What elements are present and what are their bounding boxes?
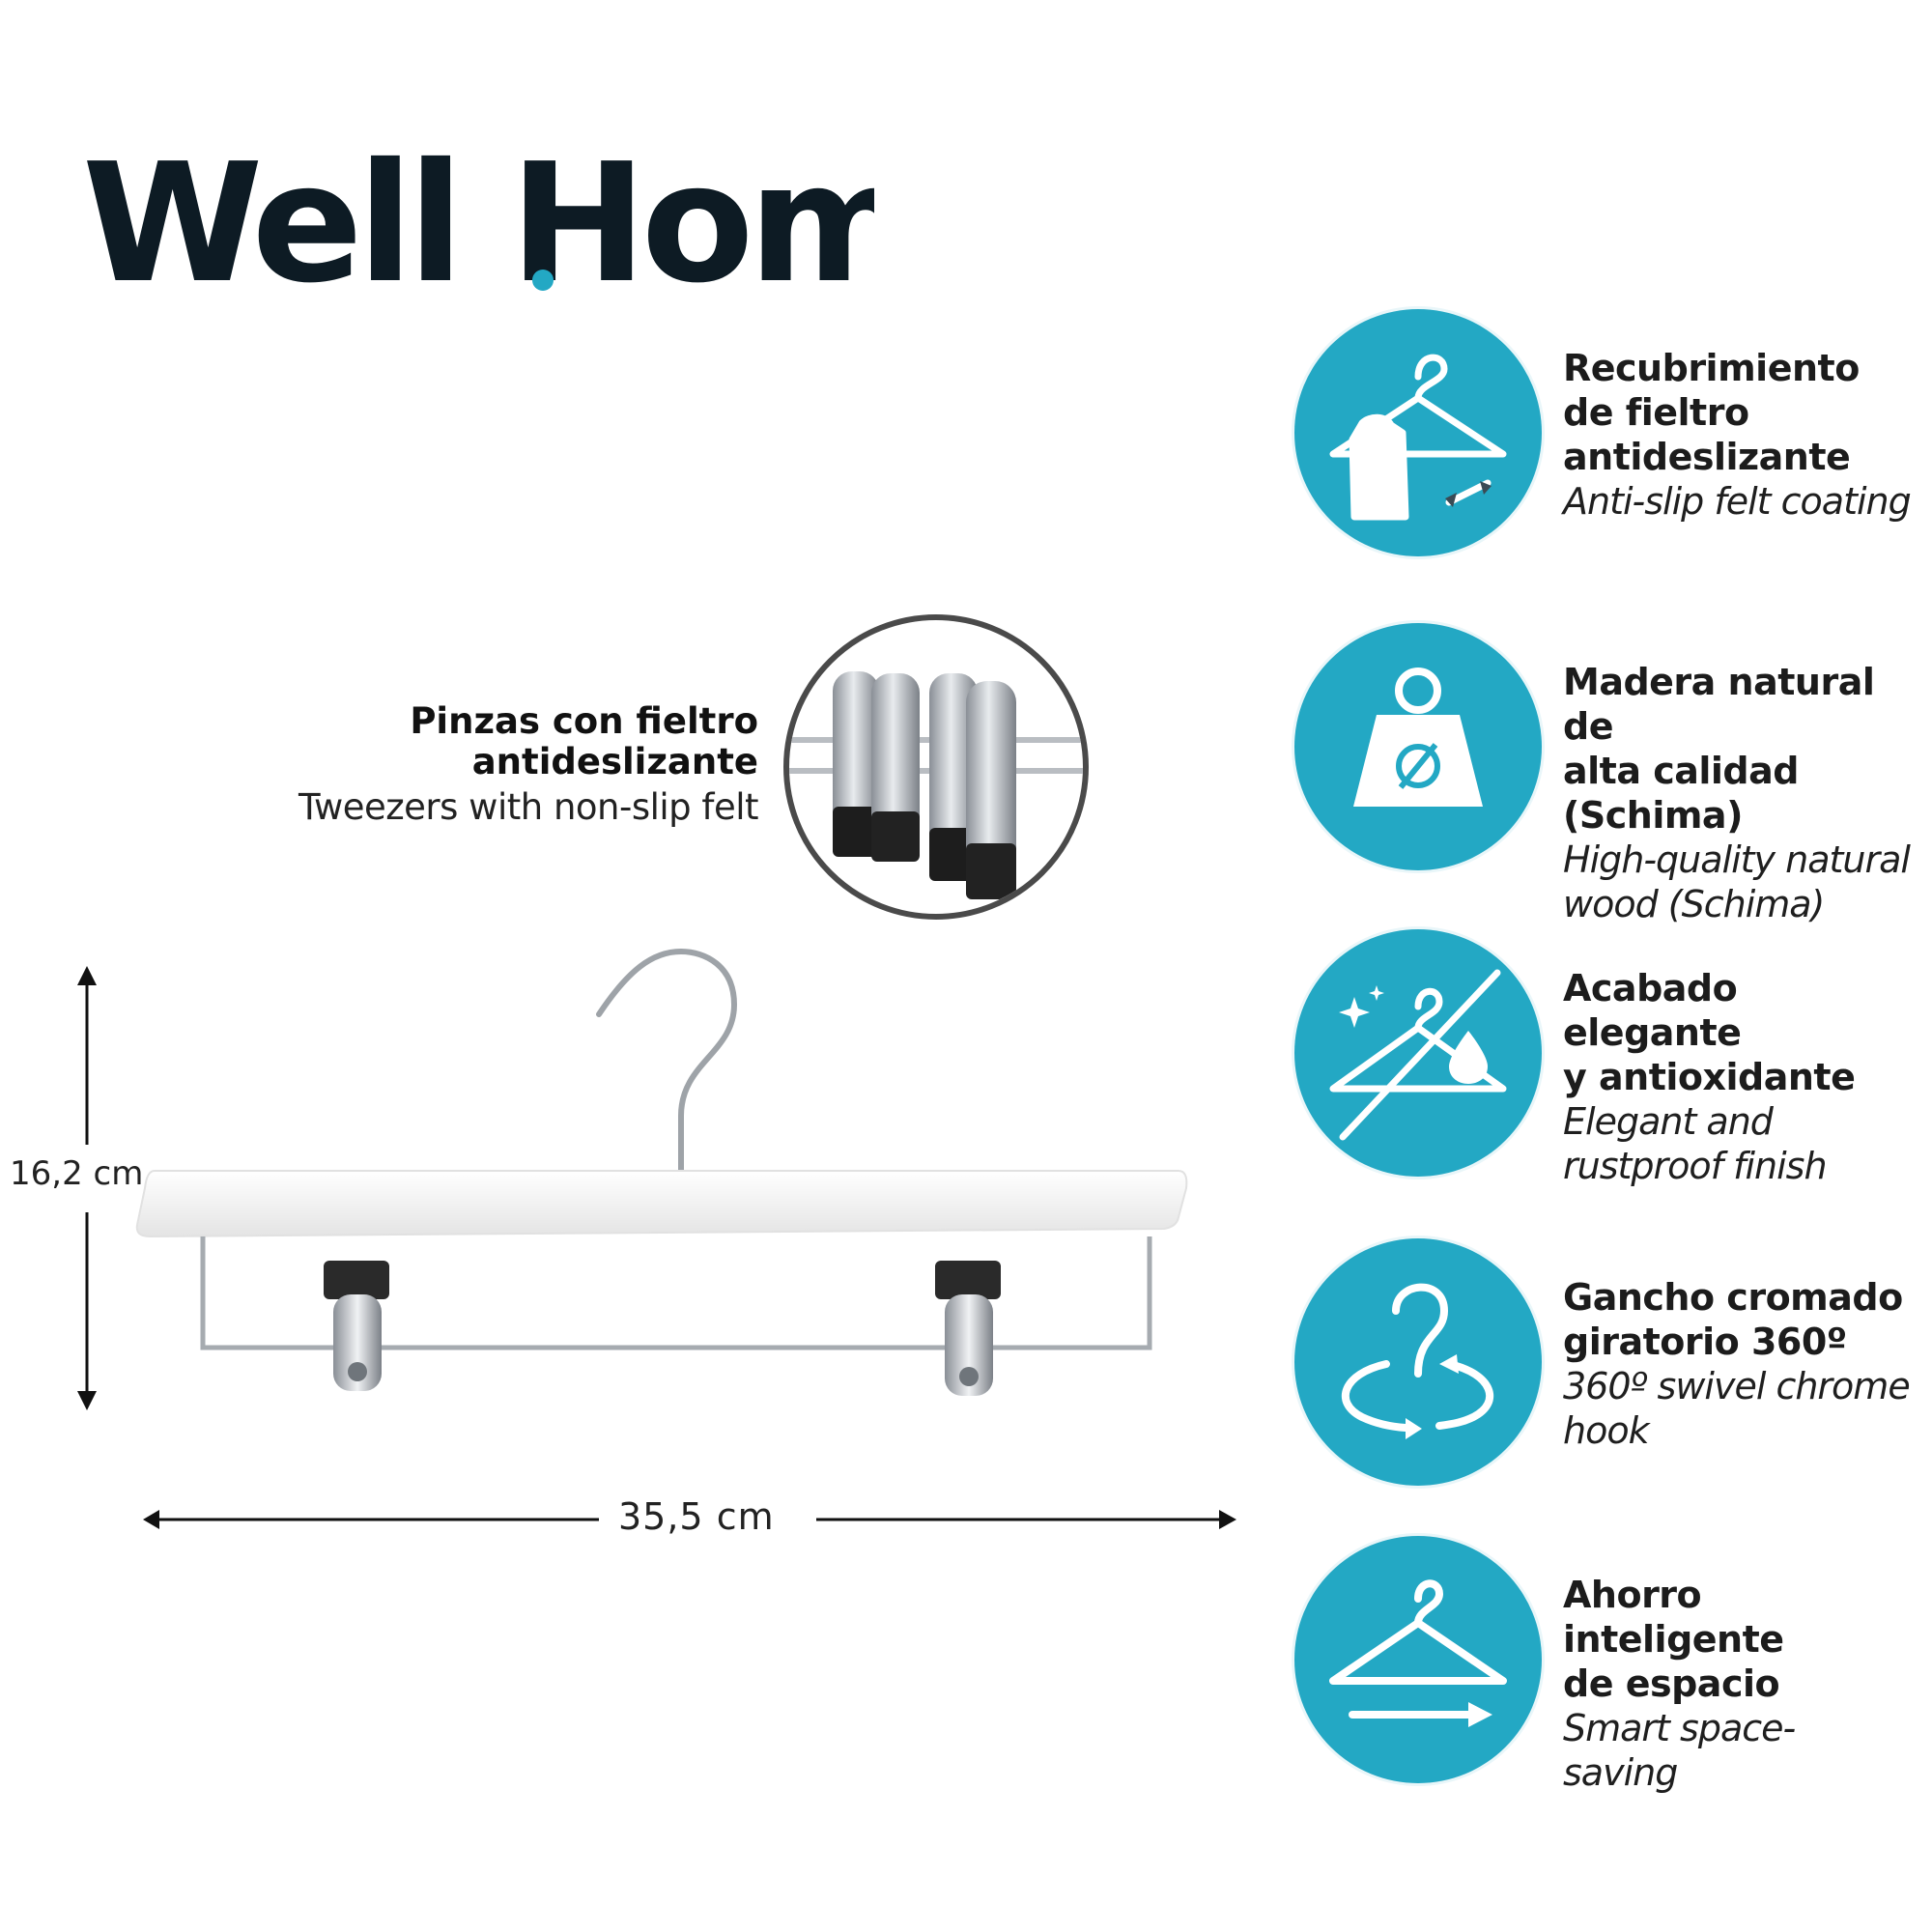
hanger-image <box>135 948 1188 1396</box>
feature-title-es: Recubrimiento de fieltro antideslizante <box>1563 347 1860 478</box>
hook <box>596 948 738 1174</box>
feature-natural-wood: Madera natural de alta calidad (Schima) … <box>1294 623 1913 925</box>
callout-subtitle: Tweezers with non-slip felt <box>298 786 759 828</box>
callout-title: Pinzas con fieltro antideslizante <box>410 700 758 782</box>
feature-title-en: High-quality natural wood (Schima) <box>1563 838 1911 925</box>
feature-title-en: Anti-slip felt coating <box>1563 480 1912 523</box>
hanger-shirt-icon <box>1294 309 1542 556</box>
weight-icon <box>1294 623 1542 870</box>
hanger-clip-right <box>935 1261 1001 1396</box>
width-dimension-label: 35,5 cm <box>618 1495 775 1538</box>
brand-logo-text: Well Home <box>82 135 874 309</box>
feature-title-es: Gancho cromado giratorio 360º <box>1563 1276 1903 1363</box>
swivel-hook-icon <box>1294 1238 1542 1486</box>
feature-title-en: Smart space- saving <box>1563 1707 1796 1794</box>
clip-3 <box>929 673 978 881</box>
hanger-body <box>135 1170 1188 1238</box>
feature-title-es: Ahorro inteligente de espacio <box>1563 1574 1784 1705</box>
clip-2 <box>871 673 920 862</box>
clip-4 <box>966 681 1016 899</box>
rustproof-icon <box>1294 929 1542 1177</box>
feature-space-saving: Ahorro inteligente de espacio Smart spac… <box>1294 1536 1913 1794</box>
space-saving-icon <box>1294 1536 1542 1783</box>
feature-title-en: 360º swivel chrome hook <box>1563 1365 1911 1452</box>
feature-title-en: Elegant and rustproof finish <box>1563 1100 1828 1187</box>
feature-swivel-hook: Gancho cromado giratorio 360º 360º swive… <box>1294 1238 1913 1490</box>
feature-title-es: Acabado elegante y antioxidante <box>1563 967 1856 1098</box>
hanger-bar <box>200 1236 1152 1350</box>
logo-accent-dot <box>532 270 554 291</box>
height-dimension-label: 16,2 cm <box>10 1154 144 1193</box>
feature-title-es: Madera natural de alta calidad (Schima) <box>1563 661 1875 837</box>
feature-anti-slip: Recubrimiento de fieltro antideslizante … <box>1294 309 1913 560</box>
brand-logo: Well Home <box>82 135 874 309</box>
feature-rustproof: Acabado elegante y antioxidante Elegant … <box>1294 929 1913 1187</box>
clip-closeup-image <box>783 614 1089 920</box>
clip-1 <box>833 671 879 857</box>
hanger-clip-left <box>324 1261 389 1391</box>
